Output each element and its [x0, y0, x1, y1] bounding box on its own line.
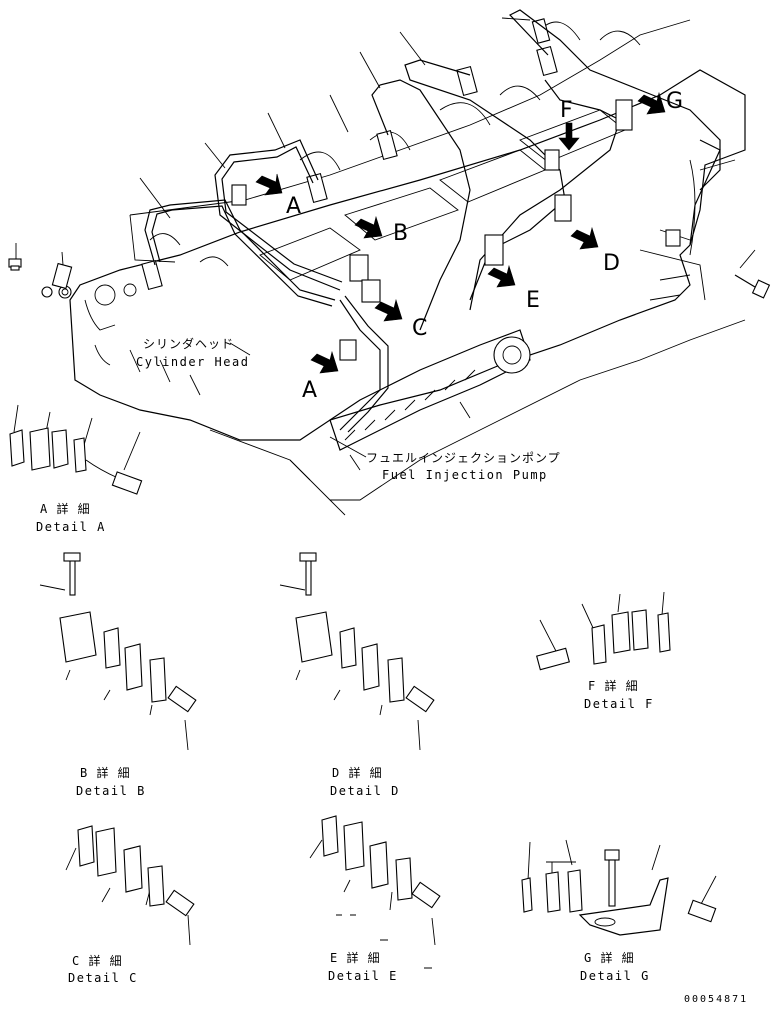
detail-d-drawing	[279, 552, 435, 751]
arrow-b	[354, 215, 383, 239]
detail-d-en: Detail D	[330, 784, 400, 798]
detail-c-drawing	[65, 825, 195, 946]
callout-arrows	[255, 91, 666, 374]
injectors	[141, 18, 558, 291]
arrow-f	[558, 122, 580, 151]
detail-e-drawing	[309, 815, 441, 969]
rocker-cover-humps	[149, 21, 641, 267]
fuel-pump-jp: フュエルインジェクションポンプ	[366, 451, 561, 465]
cylinder-head-jp: シリンダヘッド	[143, 336, 234, 351]
detail-e-en: Detail E	[328, 969, 398, 983]
bolt-washer-set	[8, 258, 73, 299]
right-bolt	[734, 274, 771, 299]
engine-assembly	[69, 9, 746, 516]
callout-letters: A B C D E F G A	[286, 89, 683, 403]
arrow-d	[570, 226, 599, 250]
detail-g-jp: G 詳 細	[584, 950, 635, 965]
detail-a-en: Detail A	[36, 520, 106, 534]
letter-f: F	[560, 98, 573, 123]
fuel-pump-en: Fuel Injection Pump	[382, 468, 548, 482]
detail-f-jp: F 詳 細	[588, 678, 639, 693]
arrow-g	[637, 91, 666, 115]
cylinder-head-block	[69, 69, 746, 441]
detail-a-jp: A 詳 細	[40, 501, 91, 516]
cylinder-head-en: Cylinder Head	[136, 355, 249, 369]
letter-a-upper: A	[286, 194, 301, 219]
arrow-a-lower	[310, 350, 339, 374]
detail-b-jp: B 詳 細	[80, 765, 131, 780]
leader-lines	[15, 17, 756, 279]
arrow-c	[374, 298, 403, 322]
letter-b: B	[393, 221, 408, 246]
letter-d: D	[603, 251, 620, 276]
letter-g: G	[666, 89, 683, 114]
letter-c: C	[412, 316, 427, 341]
detail-b-drawing	[39, 552, 197, 751]
detail-a-drawing	[9, 404, 143, 495]
arrow-e	[487, 264, 516, 288]
main-labels: シリンダヘッド Cylinder Head フュエルインジェクションポンプ Fu…	[136, 336, 561, 482]
arrow-a-upper	[255, 173, 283, 196]
fuel-injection-pump	[329, 329, 531, 471]
detail-b-en: Detail B	[76, 784, 146, 798]
detail-f-en: Detail F	[584, 697, 654, 711]
letter-a-lower: A	[302, 378, 317, 403]
detail-c-jp: C 詳 細	[72, 953, 123, 968]
main-view-clamps	[231, 99, 633, 361]
detail-c-en: Detail C	[68, 971, 138, 985]
detail-g-drawing	[521, 839, 717, 936]
detail-e-jp: E 詳 細	[330, 950, 381, 965]
detail-g-en: Detail G	[580, 969, 650, 983]
letter-e: E	[526, 288, 540, 313]
document-number: 00054871	[684, 994, 748, 1005]
detail-f-drawing	[536, 591, 671, 671]
detail-d-jp: D 詳 細	[332, 765, 383, 780]
